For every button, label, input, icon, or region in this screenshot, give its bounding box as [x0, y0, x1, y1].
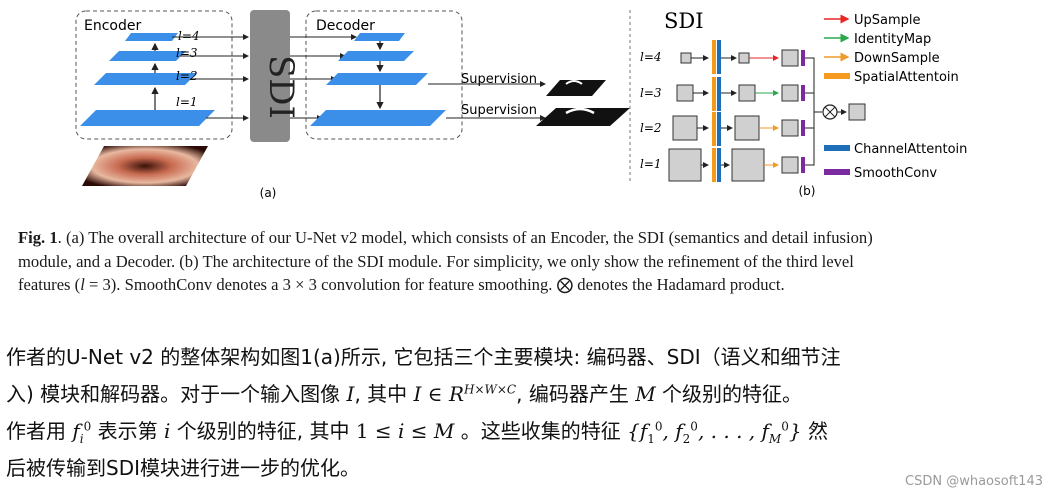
- level-label-a-1: l=1: [176, 95, 198, 109]
- figure-1: Encoder Decoder SDI l=4 l=3 l=2 l=1 Supe…: [0, 0, 1053, 215]
- level-label-a-4: l=4: [178, 29, 200, 43]
- legend-downsample: DownSample: [854, 51, 940, 66]
- desc-line-3: 作者用 fi0 表示第 i 个级别的特征, 其中 1 ≤ i ≤ M 。这些收集…: [6, 419, 828, 446]
- architecture-diagram: Encoder Decoder SDI l=4 l=3 l=2 l=1 Supe…: [75, 9, 967, 200]
- supervision-mask-1: [546, 80, 606, 96]
- legend-identitymap: IdentityMap: [854, 32, 931, 47]
- level-label-a-2: l=2: [176, 69, 198, 83]
- encoder-box: [75, 10, 233, 140]
- figure-caption: Fig. 1. (a) The overall architecture of …: [18, 228, 873, 294]
- sdi-block: [250, 10, 290, 142]
- legend-spatialattention: SpatialAttentoin: [854, 70, 959, 85]
- level-label-a-3: l=3: [176, 46, 198, 60]
- level-label-b-1: l=1: [640, 157, 662, 171]
- decoder-label: Decoder: [316, 18, 375, 34]
- description-paragraph: 作者的U-Net v2 的整体架构如图1(a)所示, 它包括三个主要模块: 编码…: [6, 339, 1051, 487]
- decoder-feature-l1: [310, 110, 446, 126]
- panel-label-b: (b): [799, 184, 816, 198]
- legend-smoothconv: SmoothConv: [854, 166, 937, 181]
- encoder-label: Encoder: [84, 18, 141, 34]
- level-label-b-4: l=4: [640, 50, 662, 64]
- decoder-box: [305, 10, 463, 140]
- encoder-feature-l1: [80, 110, 215, 126]
- level-label-b-2: l=2: [640, 121, 662, 135]
- supervision-mask-2: [536, 108, 630, 126]
- legend-upsample: UpSample: [854, 13, 921, 28]
- desc-line-2: 入) 模块和解码器。对于一个输入图像 I, 其中 I ∈ RH×W×C, 编码器…: [6, 382, 803, 406]
- encoder-feature-l4: [125, 33, 178, 41]
- sdi-output: [848, 103, 866, 121]
- input-image: [82, 146, 208, 186]
- sdi-title: SDI: [664, 9, 704, 33]
- panel-label-a: (a): [260, 186, 277, 200]
- decoder-feature-l4: [354, 33, 405, 41]
- sdi-block-label: SDI: [261, 55, 301, 119]
- encoder-feature-l3: [109, 51, 186, 61]
- fig-label: Fig. 1: [18, 228, 58, 247]
- decoder-feature-l2: [326, 73, 428, 85]
- watermark: CSDN @whaosoft143: [905, 474, 1043, 489]
- supervision-label-1: Supervision: [461, 72, 537, 87]
- encoder-feature-l2: [94, 73, 197, 85]
- legend-channelattention: ChannelAttentoin: [854, 142, 967, 157]
- decoder-feature-l3: [338, 51, 414, 61]
- desc-line-4: 后被传输到SDI模块进行进一步的优化。: [6, 456, 360, 480]
- legend: UpSample IdentityMap DownSample SpatialA…: [824, 13, 967, 181]
- desc-line-1: 作者的U-Net v2 的整体架构如图1(a)所示, 它包括三个主要模块: 编码…: [6, 345, 841, 369]
- supervision-label-2: Supervision: [461, 103, 537, 118]
- level-label-b-3: l=3: [640, 86, 662, 100]
